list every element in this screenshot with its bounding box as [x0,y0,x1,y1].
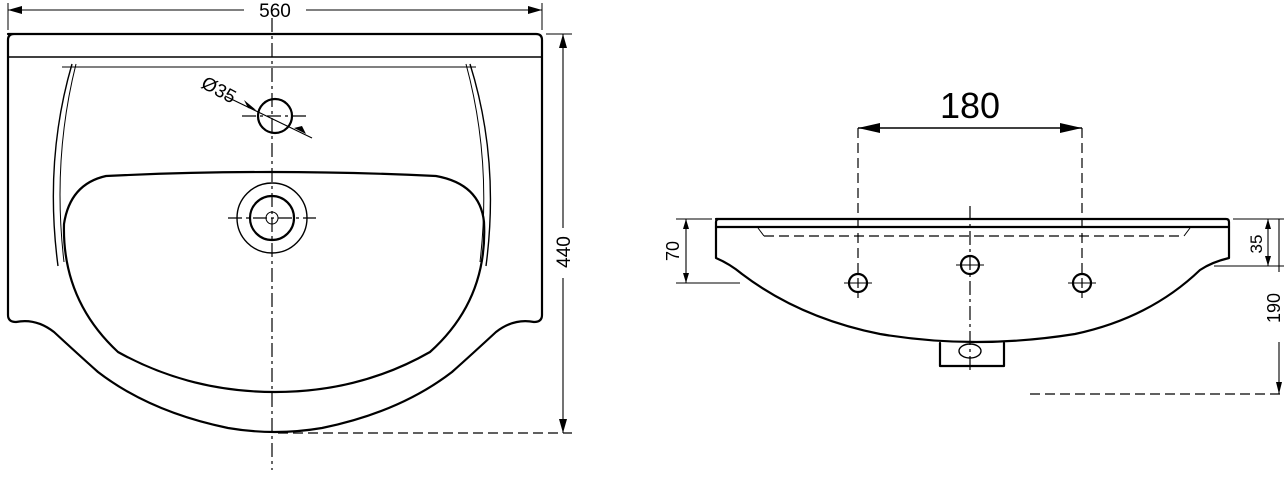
bowl-right-contour [469,63,492,267]
bowl-left-contour-inner [59,63,77,263]
total-height-label: 190 [1264,293,1284,323]
depth-arrow-top [559,34,567,48]
spacing-arrow-left [858,123,880,133]
rim-thickness-label: 35 [1247,235,1266,254]
bowl-left-contour [52,63,73,267]
top-view: Ø35 560 440 [6,1,575,470]
tap-hole-diameter-label: Ø35 [198,73,240,108]
spacing-arrow-right [1060,123,1082,133]
top-depth-label: 440 [554,236,575,268]
front-view: 180 70 35 190 [663,85,1284,395]
tap-spacing-label: 180 [940,85,1000,126]
bowl-right-contour-inner [465,63,485,263]
front-rim [714,217,1231,229]
width-arrow-right [528,6,542,14]
mount-height-label: 70 [663,241,683,261]
width-arrow-left [8,6,22,14]
front-inner-lip-right [1183,227,1191,237]
mount-height-arrow-bottom [683,273,689,283]
diameter-arrow-b [294,126,306,134]
rim-arrow-bottom [1265,256,1271,266]
bowl-outline [62,170,486,394]
top-width-label: 560 [259,1,291,22]
total-height-arrow-bottom [1276,382,1282,394]
depth-arrow-bottom [559,419,567,433]
diameter-arrow-a [244,100,256,110]
diameter-leader [224,95,313,139]
rim-arrow-top [1265,219,1271,229]
front-body [714,225,1231,344]
mount-height-arrow-top [683,219,689,229]
basin-outline-top [6,32,544,434]
front-inner-lip-left [757,227,765,237]
front-drain-neck [938,341,1006,368]
